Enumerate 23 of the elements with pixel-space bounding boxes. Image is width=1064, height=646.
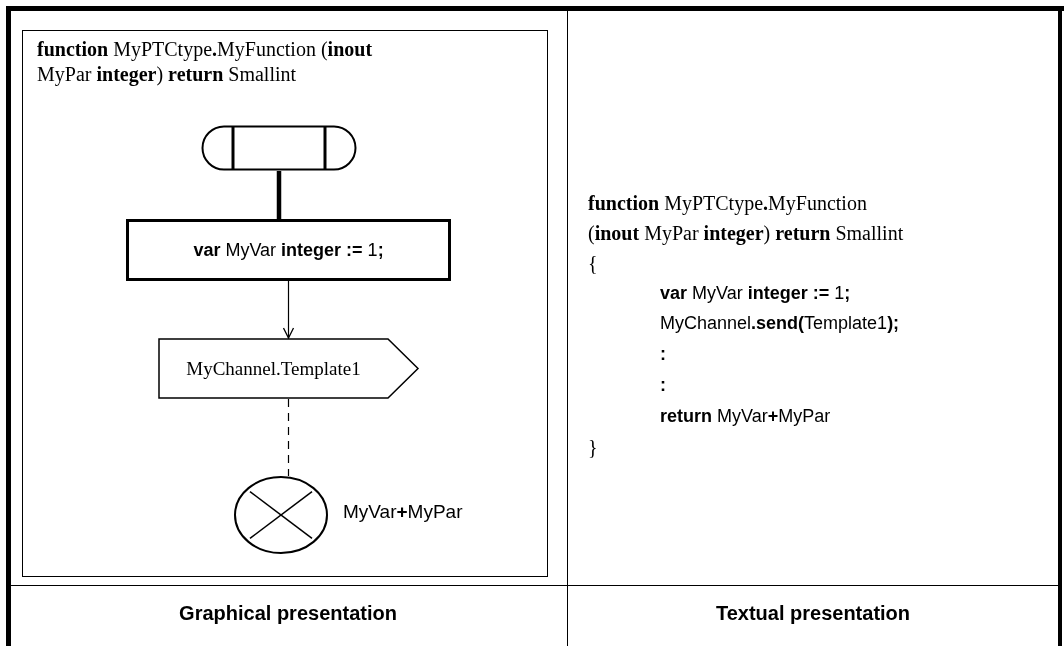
return-value-text: MyVar+MyPar <box>343 501 463 523</box>
code-brace: } <box>588 436 598 459</box>
send-message-text: MyChannel.Template1 <box>185 356 362 381</box>
code-brace: { <box>588 252 598 275</box>
code-ellipsis: : <box>660 375 666 396</box>
function-frame <box>22 30 548 577</box>
action-box <box>126 219 451 281</box>
function-heading: function MyPTCtype.MyFunction (inout MyPar integer) return Smallint <box>37 37 374 87</box>
code-line: function MyPTCtype.MyFunction <box>588 192 867 215</box>
arrow <box>282 280 295 339</box>
start-symbol <box>201 125 357 171</box>
column-header: Graphical presentation <box>179 602 397 625</box>
code-line: return MyVar+MyPar <box>660 406 831 427</box>
dashed-connector <box>287 398 290 477</box>
column-header: Textual presentation <box>715 602 911 625</box>
code-ellipsis: : <box>660 344 666 365</box>
code-line: MyChannel.send(Template1); <box>660 313 900 334</box>
code-line: var MyVar integer := 1; <box>660 283 851 304</box>
code-line: (inout MyPar integer) return Smallint <box>588 222 904 245</box>
connector-line <box>276 171 282 219</box>
return-symbol <box>234 476 328 554</box>
variable-declaration: var MyVar integer := 1; <box>192 238 385 262</box>
send-symbol <box>158 338 419 399</box>
